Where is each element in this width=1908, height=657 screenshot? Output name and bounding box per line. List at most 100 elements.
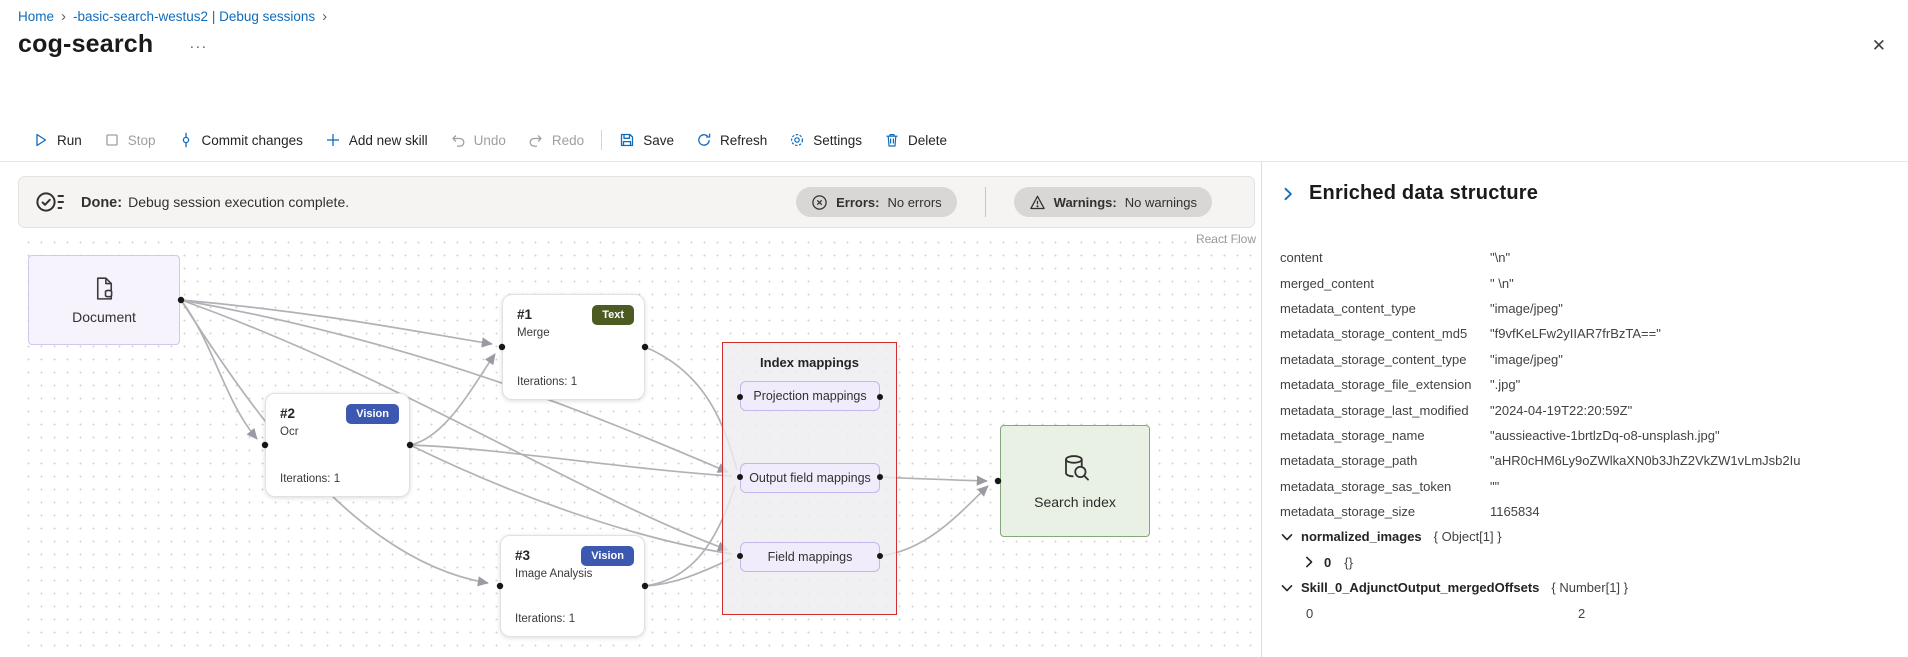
data-row: content"\n" bbox=[1280, 250, 1511, 266]
collapsed-row-array-item[interactable]: 0{} bbox=[1280, 550, 1908, 575]
errors-value: No errors bbox=[887, 194, 942, 210]
enriched-data-panel: Enriched data structure content"\n" merg… bbox=[1262, 162, 1908, 657]
page-title: cog-search bbox=[18, 30, 154, 58]
errors-label: Errors: bbox=[836, 194, 880, 210]
breadcrumb-chevron-icon: › bbox=[61, 8, 67, 25]
enriched-data-list: content"\n" merged_content" \n" metadata… bbox=[1280, 245, 1908, 626]
skill-node-merge[interactable]: #1 Text Merge Iterations: 1 bbox=[502, 294, 645, 400]
undo-icon bbox=[451, 135, 465, 147]
skill-node-ocr[interactable]: #2 Vision Ocr Iterations: 1 bbox=[265, 393, 410, 497]
plus-icon bbox=[326, 134, 339, 146]
status-banner: Done: Debug session execution complete. E… bbox=[18, 176, 1255, 228]
data-row: metadata_content_type"image/jpeg" bbox=[1280, 300, 1563, 316]
commit-changes-label: Commit changes bbox=[201, 132, 303, 148]
save-label: Save bbox=[643, 132, 674, 148]
output-field-mappings-node[interactable]: Output field mappings bbox=[740, 463, 880, 493]
redo-button[interactable]: Redo bbox=[517, 124, 595, 156]
stop-button[interactable]: Stop bbox=[93, 124, 167, 156]
skillset-graph-pane: Done: Debug session execution complete. E… bbox=[0, 162, 1262, 657]
skill-iterations: Iterations: 1 bbox=[517, 376, 578, 388]
skill-node-image-analysis[interactable]: #3 Vision Image Analysis Iterations: 1 bbox=[500, 535, 645, 637]
data-row: metadata_storage_name"aussieactive-1brtl… bbox=[1280, 427, 1720, 443]
refresh-label: Refresh bbox=[719, 132, 768, 148]
settings-label: Settings bbox=[813, 132, 863, 148]
skill-name: Image Analysis bbox=[515, 568, 593, 580]
data-row: metadata_storage_content_type"image/jpeg… bbox=[1280, 351, 1563, 367]
run-button[interactable]: Run bbox=[22, 124, 93, 156]
search-index-node[interactable]: Search index bbox=[1000, 425, 1150, 537]
save-button[interactable]: Save bbox=[608, 124, 685, 156]
status-message: Done: Debug session execution complete. bbox=[81, 194, 349, 211]
delete-button[interactable]: Delete bbox=[873, 124, 958, 156]
skill-number: #2 bbox=[280, 406, 296, 421]
settings-button[interactable]: Settings bbox=[778, 124, 873, 156]
errors-button[interactable]: Errors: No errors bbox=[796, 187, 957, 217]
error-circle-icon bbox=[812, 194, 827, 210]
react-flow-attribution: React Flow bbox=[1195, 232, 1256, 246]
undo-button[interactable]: Undo bbox=[439, 124, 517, 156]
chevron-right-icon bbox=[1306, 557, 1313, 568]
expandable-row-merged-offsets[interactable]: Skill_0_AdjunctOutput_mergedOffsets{ Num… bbox=[1280, 575, 1908, 600]
data-row: merged_content" \n" bbox=[1280, 275, 1514, 291]
data-row: metadata_storage_last_modified"2024-04-1… bbox=[1280, 402, 1633, 418]
enriched-data-header[interactable]: Enriched data structure bbox=[1280, 182, 1908, 205]
document-node[interactable]: Document bbox=[28, 255, 180, 345]
header-divider bbox=[0, 161, 1908, 162]
breadcrumb: Home › -basic-search-westus2 | Debug ses… bbox=[18, 8, 328, 25]
run-label: Run bbox=[57, 132, 82, 148]
commit-icon bbox=[182, 132, 189, 148]
breadcrumb-chevron-icon: › bbox=[322, 8, 328, 25]
projection-mappings-node[interactable]: Projection mappings bbox=[740, 381, 880, 411]
breadcrumb-home-link[interactable]: Home bbox=[18, 8, 55, 24]
data-row: metadata_storage_file_extension".jpg" bbox=[1280, 377, 1521, 393]
add-new-skill-button[interactable]: Add new skill bbox=[314, 124, 439, 156]
toolbar-divider bbox=[601, 130, 603, 150]
search-index-label: Search index bbox=[1034, 494, 1116, 510]
warnings-value: No warnings bbox=[1124, 194, 1197, 210]
commit-changes-button[interactable]: Commit changes bbox=[167, 124, 314, 156]
close-icon[interactable]: ✕ bbox=[1871, 36, 1886, 55]
undo-label: Undo bbox=[473, 132, 506, 148]
skill-type-badge: Text bbox=[592, 305, 634, 325]
data-row: metadata_storage_content_md5"f9vfKeLFw2y… bbox=[1280, 326, 1661, 342]
document-label: Document bbox=[72, 309, 136, 325]
warning-triangle-icon bbox=[1029, 195, 1045, 209]
done-checklist-icon bbox=[36, 192, 64, 212]
index-mappings-group[interactable]: Index mappings Projection mappings Outpu… bbox=[722, 342, 897, 615]
play-icon bbox=[36, 133, 47, 147]
data-row: metadata_storage_sas_token"" bbox=[1280, 478, 1500, 494]
delete-label: Delete bbox=[908, 132, 948, 148]
warnings-label: Warnings: bbox=[1053, 194, 1117, 210]
status-detail: Debug session execution complete. bbox=[128, 193, 350, 210]
add-new-skill-label: Add new skill bbox=[348, 132, 428, 148]
data-row: metadata_storage_path"aHR0cHM6Ly9oZWlkaX… bbox=[1280, 453, 1801, 469]
stop-icon bbox=[106, 134, 118, 146]
skill-type-badge: Vision bbox=[346, 404, 399, 424]
gear-icon bbox=[791, 133, 804, 147]
document-icon bbox=[96, 277, 112, 300]
field-mappings-node[interactable]: Field mappings bbox=[740, 542, 880, 572]
refresh-button[interactable]: Refresh bbox=[685, 124, 778, 156]
more-options-button[interactable]: ··· bbox=[187, 38, 209, 59]
flow-canvas[interactable]: Document #1 Text Merge Iterations: 1 #2 … bbox=[18, 232, 1262, 657]
skill-type-badge: Vision bbox=[581, 546, 634, 566]
status-title: Done: bbox=[81, 194, 123, 211]
chevron-right-icon bbox=[1284, 187, 1292, 200]
warnings-button[interactable]: Warnings: No warnings bbox=[1013, 187, 1212, 217]
search-index-icon bbox=[1065, 455, 1089, 481]
enriched-data-title: Enriched data structure bbox=[1309, 182, 1539, 204]
skill-iterations: Iterations: 1 bbox=[515, 613, 576, 625]
chevron-down-icon bbox=[1281, 534, 1293, 541]
skill-number: #3 bbox=[515, 548, 531, 563]
trash-icon bbox=[886, 134, 898, 147]
skill-iterations: Iterations: 1 bbox=[280, 473, 341, 485]
redo-label: Redo bbox=[551, 132, 585, 148]
command-bar: Run Stop Commit changes Add new skill Un… bbox=[22, 124, 958, 156]
breadcrumb-debug-sessions-link[interactable]: -basic-search-westus2 | Debug sessions bbox=[73, 8, 316, 24]
skill-name: Ocr bbox=[280, 426, 299, 438]
skill-name: Merge bbox=[517, 327, 550, 339]
expandable-row-normalized-images[interactable]: normalized_images{ Object[1] } bbox=[1280, 524, 1908, 549]
